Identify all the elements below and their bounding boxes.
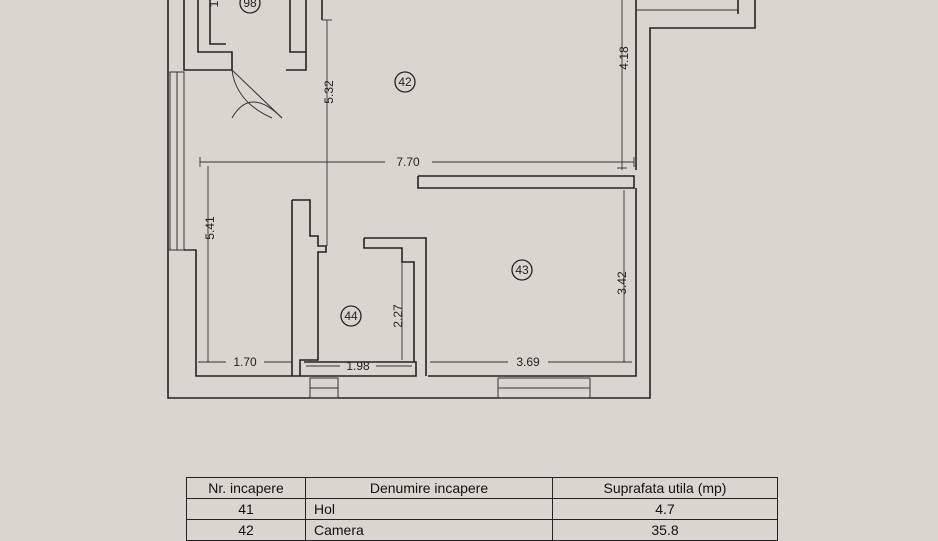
cell-room-number: 42 — [186, 519, 306, 541]
room-44-walls — [291, 199, 427, 377]
header-room-name: Denumire incapere — [305, 477, 553, 499]
dim-label-1-70: 1.70 — [233, 355, 257, 369]
table-row: 41 Hol 4.7 — [186, 498, 778, 520]
dim-label-3-42: 3.42 — [615, 271, 629, 295]
cell-usable-area: 4.7 — [552, 498, 778, 520]
table-header-row: Nr. incapere Denumire incapere Suprafata… — [186, 477, 778, 499]
floor-plan: 1 5.32 4.18 7.70 5.41 3.42 2.27 1.70 1.9… — [167, 0, 756, 399]
dim-label-1-98: 1.98 — [346, 359, 370, 373]
room-number-42: 42 — [398, 75, 412, 89]
room-marker-98: 98 — [239, 0, 261, 14]
room-marker-43: 43 — [511, 259, 533, 281]
dim-label-4-18: 4.18 — [617, 46, 631, 70]
cell-room-name: Hol — [305, 498, 553, 520]
room-markers: 98 42 43 44 — [239, 0, 533, 327]
room-98-walls — [197, 0, 323, 119]
dim-label-1: 1 — [207, 0, 221, 7]
dim-label-2-27: 2.27 — [391, 304, 405, 328]
room-marker-44: 44 — [340, 305, 362, 327]
room-number-44: 44 — [344, 309, 358, 323]
dim-label-5-41: 5.41 — [203, 216, 217, 240]
dim-label-5-32: 5.32 — [322, 80, 336, 104]
dim-label-3-69: 3.69 — [516, 355, 540, 369]
dimension-lines — [198, 0, 635, 367]
room-marker-42: 42 — [394, 71, 416, 93]
dimension-labels: 1 5.32 4.18 7.70 5.41 3.42 2.27 1.70 1.9… — [203, 0, 631, 373]
header-usable-area: Suprafata utila (mp) — [552, 477, 778, 499]
room-number-43: 43 — [515, 263, 529, 277]
dim-label-7-70: 7.70 — [396, 155, 420, 169]
outer-walls — [167, 0, 756, 399]
room-area-table: Nr. incapere Denumire incapere Suprafata… — [186, 477, 778, 541]
partition-wall — [417, 175, 635, 189]
cell-room-number: 41 — [186, 498, 306, 520]
cell-usable-area: 35.8 — [552, 519, 778, 541]
table-row: 42 Camera 35.8 — [186, 519, 778, 541]
room-number-98: 98 — [243, 0, 257, 10]
cell-room-name: Camera — [305, 519, 553, 541]
header-room-number: Nr. incapere — [186, 477, 306, 499]
